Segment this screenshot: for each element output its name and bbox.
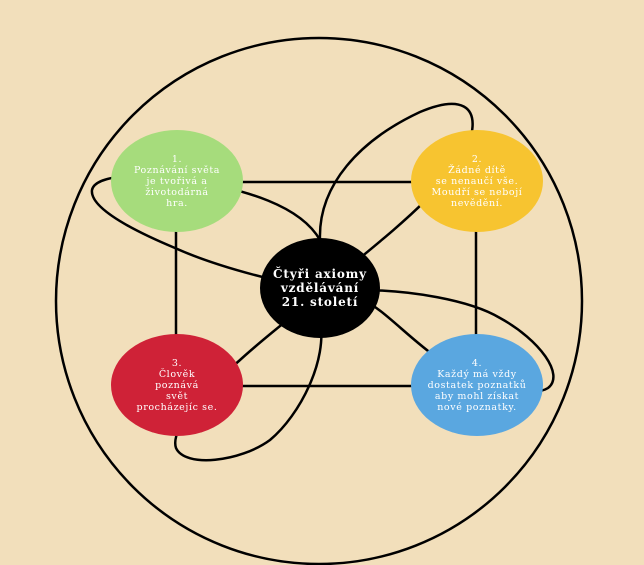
center-title-line-2: vzdělávání	[280, 281, 360, 295]
node-1-label: 1. Poznávání světa je tvořivá a životodá…	[112, 131, 242, 231]
node-3-line-2: poznává	[155, 379, 199, 391]
node-4-line-3: aby mohl získat	[434, 390, 520, 402]
node-4-line-2: dostatek poznatků	[427, 379, 527, 391]
node-1-line-3: životodárná	[145, 186, 209, 198]
node-1-line-4: hra.	[166, 197, 188, 209]
loop-node-1	[90, 174, 322, 292]
center-title-line-1: Čtyři axiomy	[273, 267, 367, 281]
node-2-line-2: se nenaučí vše.	[435, 175, 519, 187]
node-1-line-1: Poznávání světa	[133, 164, 221, 176]
node-2-circle	[411, 130, 543, 232]
node-3-line-1: Člověk	[158, 368, 196, 380]
node-4-label: 4. Každý má vždy dostatek poznatků aby m…	[412, 335, 542, 435]
node-3-label: 3. Člověk poznává svět procházejíc se.	[112, 335, 242, 435]
node-2-label: 2. Žádné dítě se nenaučí vše. Moudří se …	[412, 131, 542, 231]
connecting-rectangle	[174, 180, 478, 388]
outer-circle	[54, 36, 584, 565]
node-3-line-3: svět	[165, 390, 189, 402]
node-3-number: 3.	[171, 357, 183, 369]
node-2-line-1: Žádné dítě	[448, 164, 506, 176]
center-title: Čtyři axiomy vzdělávání 21. století	[260, 238, 380, 338]
node-3-circle	[111, 334, 243, 436]
center-title-line-3: 21. století	[281, 295, 359, 309]
center-circle	[260, 238, 380, 338]
node-1-circle	[111, 130, 243, 232]
node-2-number: 2.	[471, 153, 483, 165]
loop-node-3	[173, 309, 323, 462]
node-2-line-3: Moudří se nebojí	[431, 186, 523, 198]
node-4-number: 4.	[471, 357, 483, 369]
node-1-number: 1.	[171, 153, 183, 165]
loop-node-4	[359, 288, 555, 393]
node-4-line-1: Každý má vždy	[437, 368, 517, 380]
node-1-line-2: je tvořivá a	[146, 175, 208, 187]
node-2-line-4: nevědění.	[450, 197, 503, 209]
node-4-line-4: nové poznatky.	[437, 401, 517, 413]
node-3-line-4: procházejíc se.	[136, 401, 218, 413]
node-4-circle	[411, 334, 543, 436]
